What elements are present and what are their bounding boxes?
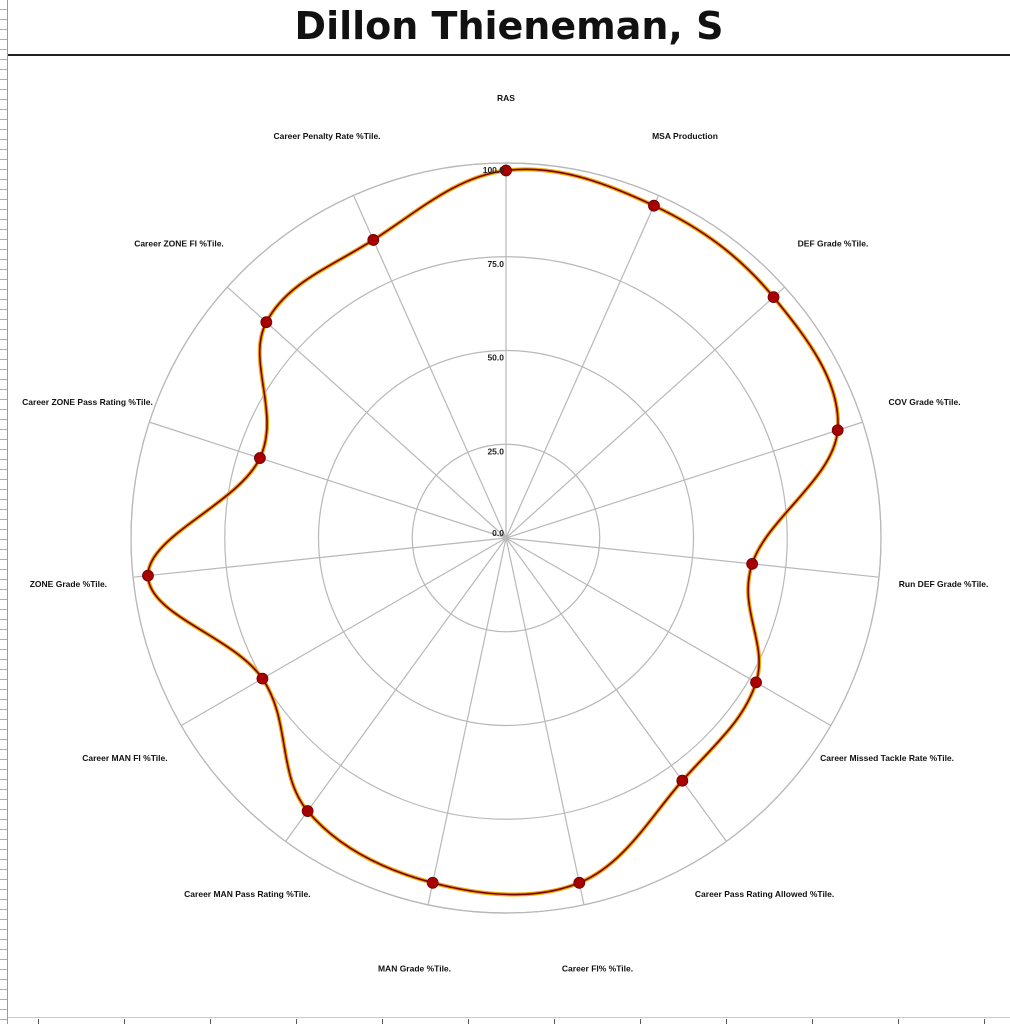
r-tick-label: 50.0 <box>487 353 504 363</box>
r-tick-label: 0.0 <box>492 528 504 538</box>
category-label: Career Penalty Rate %Tile. <box>273 131 380 141</box>
data-point <box>301 805 314 817</box>
title-bar: Dillon Thieneman, S <box>8 0 1010 56</box>
ruler-tick <box>726 1019 727 1024</box>
data-point <box>500 164 512 177</box>
category-label: Run DEF Grade %Tile. <box>899 579 989 589</box>
grid-spoke <box>505 537 585 905</box>
grid-spoke <box>352 195 507 539</box>
radar-series <box>142 164 844 897</box>
data-point <box>260 316 273 329</box>
category-label: DEF Grade %Tile. <box>798 239 869 249</box>
grid-spoke <box>505 537 727 842</box>
data-point <box>573 876 586 889</box>
category-label: COV Grade %Tile. <box>888 397 960 407</box>
ruler-tick <box>382 1019 383 1024</box>
data-point <box>746 557 759 570</box>
data-point <box>254 452 266 464</box>
data-point <box>648 199 660 212</box>
ruler-tick <box>210 1019 211 1024</box>
data-point <box>426 876 439 889</box>
grid-spoke <box>505 195 660 539</box>
category-label: Career Pass Rating Allowed %Tile. <box>695 889 834 899</box>
ruler-tick <box>554 1019 555 1024</box>
category-label: ZONE Grade %Tile. <box>30 579 107 589</box>
grid-spoke <box>505 286 786 539</box>
category-label: Career ZONE FI %Tile. <box>134 239 224 249</box>
data-point <box>750 676 762 689</box>
category-label: Career MAN FI %Tile. <box>82 753 167 763</box>
grid-spoke <box>226 286 507 539</box>
r-tick-label: 100.0 <box>483 165 505 175</box>
ruler-tick <box>468 1019 469 1024</box>
grid-spoke <box>427 537 507 905</box>
ruler-tick <box>640 1019 641 1024</box>
ruler-tick <box>296 1019 297 1024</box>
data-point <box>367 234 380 246</box>
ruler-tick <box>812 1019 813 1024</box>
data-point <box>142 569 154 582</box>
data-point <box>831 424 844 437</box>
bottom-ruler <box>8 1017 1010 1024</box>
radar-grid <box>130 162 882 914</box>
grid-spoke <box>149 421 507 539</box>
category-label: MSA Production <box>652 131 718 141</box>
chart-title: Dillon Thieneman, S <box>294 4 724 48</box>
ruler-tick <box>124 1019 125 1024</box>
series-line <box>147 168 839 896</box>
grid-spoke <box>285 537 507 842</box>
grid-spoke <box>505 421 863 539</box>
category-label: Career FI% %Tile. <box>562 963 633 973</box>
grid-spoke <box>180 537 507 727</box>
radar-labels: 0.0 25.0 50.0 75.0 100.0 RAS MSA ProductionDEF… <box>22 93 988 973</box>
data-point <box>767 291 780 304</box>
grid-spoke <box>505 537 832 727</box>
category-label: Career ZONE Pass Rating %Tile. <box>22 397 153 407</box>
ruler-tick <box>984 1019 985 1024</box>
data-point <box>676 774 689 787</box>
left-ruler <box>0 0 8 1024</box>
grid-spoke <box>132 537 507 578</box>
r-tick-label: 25.0 <box>487 446 504 456</box>
ruler-tick <box>38 1019 39 1024</box>
data-point <box>256 672 269 685</box>
category-label: RAS <box>497 93 515 103</box>
grid-spoke <box>505 537 880 578</box>
category-label: Career Missed Tackle Rate %Tile. <box>820 753 954 763</box>
category-label: MAN Grade %Tile. <box>378 963 451 973</box>
r-tick-label: 75.0 <box>487 259 504 269</box>
ruler-tick <box>898 1019 899 1024</box>
category-label: Career MAN Pass Rating %Tile. <box>184 889 310 899</box>
